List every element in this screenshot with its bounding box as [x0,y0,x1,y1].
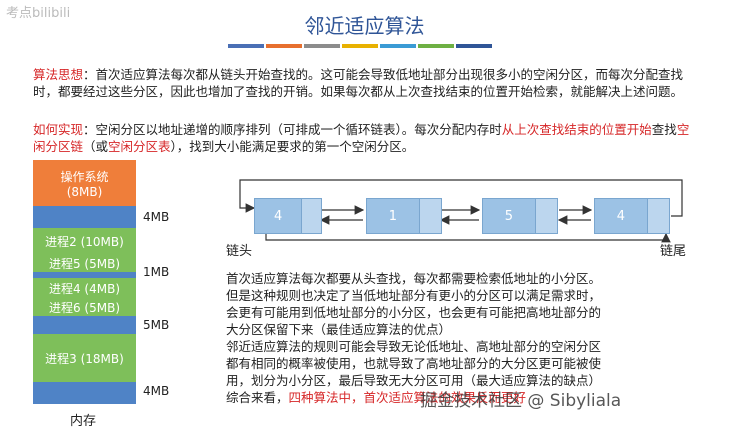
impl-text-c: 查找 [651,122,677,137]
memory-free-block-1 [33,206,136,228]
impl-text-e: （或 [83,139,109,154]
bilibili-watermark: 考点bilibili [6,6,71,21]
comparison-line-6: 都有相同的概率被使用，也就导致了高地址部分的大分区更可能被使 [226,356,602,371]
comparison-line-2: 但是这种规则也决定了当低地址部分有更小的分区可以满足需求时， [226,288,602,303]
conclusion-prefix: 综合来看， [226,390,289,405]
underline-bar-5 [380,44,416,48]
memory-free-block-4 [33,382,136,404]
chain-node-1-value: 4 [273,208,283,224]
underline-bar-1 [228,44,264,48]
algorithm-idea-paragraph: 算法思想：首次适应算法每次都从链头开始查找的。这可能会导致低地址部分出现很多小的… [33,66,693,100]
chain-tail-label: 链尾 [660,244,687,259]
chain-node-2-pointer [418,199,441,233]
memory-label: 内存 [70,414,97,429]
impl-text-a: ：空闲分区以地址递增的顺序排列（可排成一个循环链表）。每次分配内存时 [83,122,502,137]
memory-os-block: 操作系统 (8MB) [33,160,136,206]
chain-node-4-value: 4 [616,208,626,224]
page-title: 邻近适应算法 [304,14,425,38]
free-size-label-3: 5MB [143,318,170,332]
memory-process-4: 进程4 (4MB) [33,278,136,298]
free-size-label-2: 1MB [143,265,170,279]
comparison-line-7: 用，划分为小分区，最后导致无大分区可用（最大适应算法的缺点） [226,373,602,388]
free-size-label-4: 4MB [143,384,170,398]
memory-process-6: 进程6 (5MB) [33,298,136,316]
underline-bar-4 [342,44,378,48]
algorithm-idea-text: ：首次适应算法每次都从链头开始查找的。这可能会导致低地址部分出现很多小的空闲分区… [33,67,684,99]
comparison-text: 首次适应算法每次都要从头查找，每次都需要检索低地址的小分区。 但是这种规则也决定… [226,270,696,406]
algorithm-idea-label: 算法思想 [33,67,84,82]
conclusion-line: 综合来看，四种算法中，首次适应算法的效果反而更好 [226,389,696,406]
underline-bar-2 [266,44,302,48]
os-label: 操作系统 [60,169,109,184]
chain-node-3-value: 5 [504,208,514,224]
implementation-paragraph: 如何实现：空闲分区以地址递增的顺序排列（可排成一个循环链表）。每次分配内存时从上… [33,121,693,155]
comparison-line-3: 会更有可能用到低地址部分的小分区，也会更有可能把高地址部分的 [226,305,602,320]
impl-text-f: 空闲分区表 [108,139,171,154]
comparison-line-4: 大分区保留下来（最佳适应算法的优点） [226,322,452,337]
memory-free-block-2 [33,272,136,278]
comparison-line-1: 首次适应算法每次都要从头查找，每次都需要检索低地址的小分区。 [226,271,602,286]
conclusion-highlight: 四种算法中，首次适应算法的效果反而更好 [288,390,527,405]
chain-node-3: 5 [482,198,558,234]
chain-node-4-pointer [646,199,669,233]
memory-free-block-3 [33,316,136,334]
impl-text-b: 从上次查找结束的位置开始 [501,122,652,137]
impl-text-d: 空闲分区链 [33,122,690,154]
chain-head-label: 链头 [226,244,253,259]
comparison-line-5: 邻近适应算法的规则可能会导致无论低地址、高地址部分的空闲分区 [226,339,602,354]
memory-process-2: 进程2 (10MB) [33,228,136,254]
chain-node-2-value: 1 [388,208,398,224]
implementation-label: 如何实现 [33,122,84,137]
underline-bar-6 [418,44,454,48]
underline-bar-3 [304,44,340,48]
juejin-watermark: 掘金技术社区 @ Sibyliala [420,391,622,411]
chain-node-1-pointer [301,199,321,233]
free-size-label-1: 4MB [143,210,170,224]
chain-node-4: 4 [594,198,670,234]
chain-node-3-pointer [534,199,557,233]
memory-process-3: 进程3 (18MB) [33,334,136,382]
os-size: (8MB) [66,184,103,199]
underline-bar-7 [456,44,492,48]
chain-node-2: 1 [366,198,442,234]
memory-process-5: 进程5 (5MB) [33,254,136,272]
chain-arrows [239,179,683,243]
chain-node-1: 4 [254,198,322,234]
impl-text-g: ），找到大小能满足要求的第一个空闲分区。 [170,139,415,154]
